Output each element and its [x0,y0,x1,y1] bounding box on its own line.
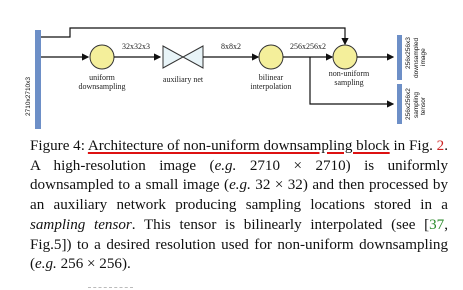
caption-eg: e.g. [35,256,57,273]
caption-title: Architecture of non-uniform downsampling… [87,138,390,154]
bilinear-label-2: interpolation [251,82,292,91]
nonuniform-label-1: non-uniform [329,69,370,78]
auxiliary-label: auxiliary net [163,75,204,84]
uniform-label-2: downsampling [78,82,125,91]
figure-ref-link[interactable]: 2 [436,138,445,154]
caption-segment: 256 × 256). [56,256,131,273]
edge-label-256: 256x256x2 [290,42,326,51]
page-edge-rule [88,287,133,288]
caption-segment: . A high-resolution image ( [30,138,448,174]
output-image-bar [397,35,402,80]
output-tensor-bar [397,84,402,124]
caption-eg: e.g. [214,157,237,174]
uniform-downsampling-node [89,44,115,70]
caption-segment: 2710 × 2710) is uniformly downsampled to… [30,157,448,194]
auxiliary-net-node [162,45,204,69]
edge-label-8: 8x8x2 [221,42,241,51]
citation-link[interactable]: 37 [429,216,445,233]
caption-eg: e.g. [229,177,251,194]
output-image-label-1: downsampled [413,38,420,78]
caption-emphasis: sampling tensor [30,216,132,233]
input-image-bar [35,30,41,129]
caption-segment: . This tensor is bilinearly interpolated… [131,216,430,233]
input-size-label: 2710x2710x3 [25,77,32,116]
bilinear-node [258,44,284,70]
caption-segment: 32 × 32) and then processed by an auxili… [30,177,448,214]
output-tensor-size: 256x256x2 [405,88,412,120]
output-tensor-label-2: tensor [420,96,427,115]
architecture-diagram: 2710x2710x3 uniform downsampling 32x32x3… [25,27,427,129]
edge-label-32: 32x32x3 [122,42,150,51]
figure-caption: Figure 4: Architecture of non-uniform do… [30,137,448,275]
output-image-label-2: image [420,48,427,66]
figure-label: Figure 4: [30,138,85,154]
output-tensor-label-1: sampling [413,92,420,118]
non-uniform-sampling-node [332,44,358,70]
caption-text: Figure 4: Architecture of non-uniform do… [30,137,448,275]
edge-to-sampling-tensor [309,57,395,108]
output-image-size: 256x256x3 [405,37,412,69]
bilinear-label-1: bilinear [259,73,284,82]
skip-connection-arrow [41,27,349,46]
caption-segment: in Fig. [389,138,433,154]
nonuniform-label-2: sampling [334,78,363,87]
caption-segment: , Fig.5]) to a desired resolution used f… [30,216,448,273]
uniform-label-1: uniform [89,73,116,82]
